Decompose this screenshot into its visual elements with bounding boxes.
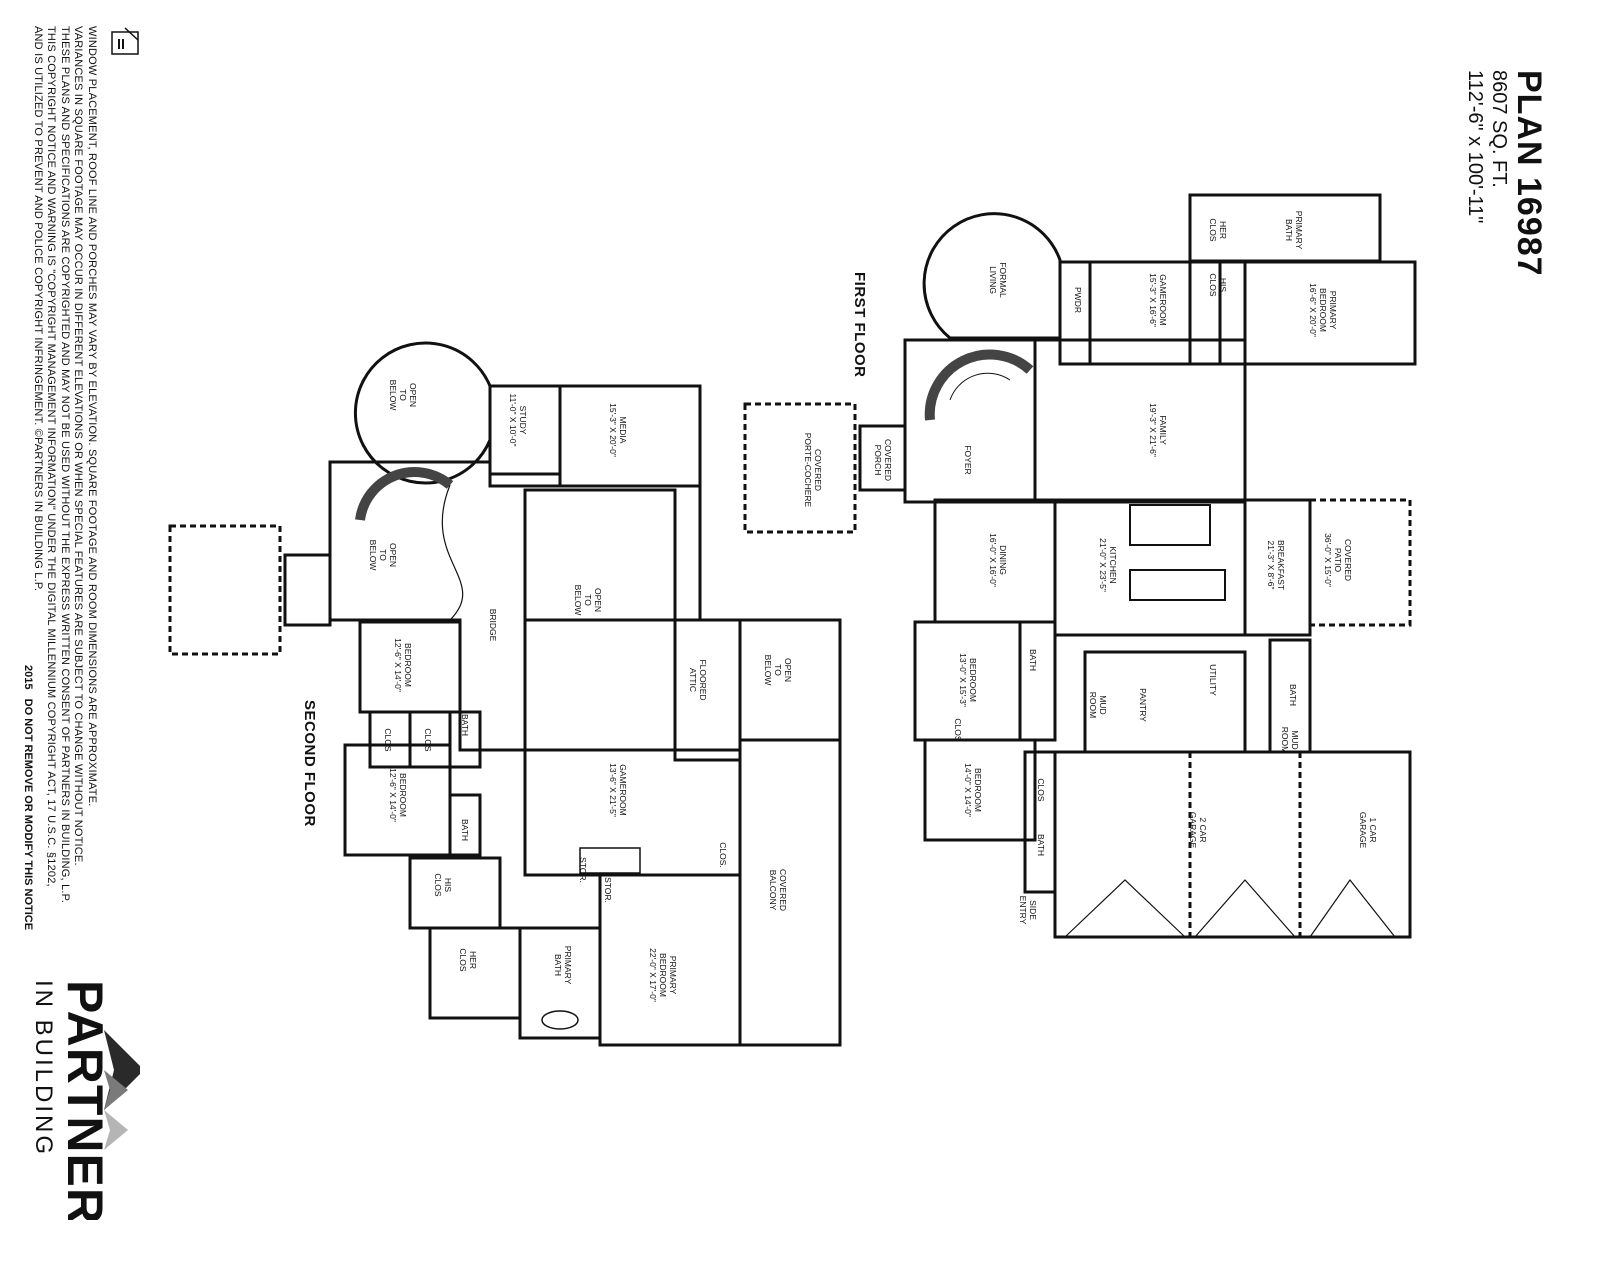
porte-cochere-wall: [743, 402, 857, 534]
covered-patio-wall: [1308, 498, 1412, 627]
room-label: 1 CARGARAGE: [1358, 812, 1378, 849]
room-label: STOR.: [603, 877, 613, 903]
room-label: PWDR: [1073, 287, 1083, 313]
room-label: CLOS.: [718, 842, 728, 868]
logo-sub: IN BUILDING: [30, 980, 57, 1157]
bedroom-b-wall: [923, 738, 1037, 842]
room-label: GAMEROOM15'-3" X 16'-6": [1148, 273, 1168, 327]
room-label: PRIMARYBATH: [1284, 211, 1304, 250]
room-label: STOR.: [578, 857, 588, 883]
room-label: COVEREDPORCH: [873, 439, 893, 481]
room-label: HISCLOS: [433, 873, 453, 896]
room-label: STUDY11'-0" X 10'-0": [508, 393, 528, 446]
room-label: OPENTOBELOW: [763, 655, 793, 686]
room-label: 2 CARGARAGE: [1188, 812, 1208, 849]
room-label: FORMALLIVING: [988, 262, 1008, 298]
room-label: BRIDGE: [488, 609, 498, 642]
bath-a-wall: [1018, 620, 1057, 742]
room-label: CLOS: [383, 728, 393, 751]
room-label: COVEREDPATIO36'-0" X 15'-0": [1323, 533, 1353, 587]
bath-a-wall: [448, 710, 482, 769]
room-label: FOYER: [963, 445, 973, 474]
room-label: CLOS: [423, 728, 433, 751]
room-label: OPENTOBELOW: [368, 540, 398, 571]
room-label: FAMILY19'-3" X 21'-6": [1148, 403, 1168, 457]
room-label: BEDROOM14'-0" X 14'-0": [963, 763, 983, 817]
room-label: CLOS: [1036, 778, 1046, 801]
room-label: PRIMARYBEDROOM16'-6" X 20'-0": [1308, 283, 1338, 337]
primary-bedroom-wall: [598, 873, 742, 1047]
room-label: COVEREDPORTE-COCHERE: [803, 433, 823, 508]
room-label: PANTRY: [1138, 688, 1148, 722]
logo-name: PARTNERS: [57, 980, 113, 1220]
room-label: SIDEENTRY: [1018, 896, 1038, 925]
room-label: GAMEROOM13'-6" X 21'-5": [608, 763, 628, 817]
room-label: MUDROOM: [1280, 727, 1300, 753]
room-label: BATH: [460, 819, 470, 841]
room-label: UTILITY: [1208, 664, 1218, 696]
room-label: BATH: [1036, 834, 1046, 856]
room-label: CLOS: [953, 718, 963, 741]
room-label: MEDIA15'-3" X 20'-0": [608, 403, 628, 457]
pwdr-wall: [1058, 260, 1092, 366]
closets-wall: [1188, 260, 1247, 366]
foyer-wall: [903, 338, 1037, 504]
room-label: HERCLOS: [1208, 218, 1228, 241]
partners-logo: PARTNERS IN BUILDING: [30, 980, 140, 1220]
room-label: MUDROOM: [1088, 692, 1108, 718]
room-label: PRIMARYBEDROOM22'-0" X 17'-0": [648, 948, 678, 1002]
left-porch-wall: [168, 524, 282, 656]
kitchen-island: [1129, 504, 1211, 546]
room-label: HERCLOS: [458, 948, 478, 971]
room-label: BEDROOM12'-6" X 14'-0": [388, 768, 408, 822]
room-label: PRIMARYBATH: [553, 946, 573, 985]
room-label: BATH: [460, 714, 470, 736]
room-label: OPENTOBELOW: [388, 380, 418, 411]
room-label: KITCHEN21'-0" X 23'-5": [1098, 538, 1118, 592]
room-label: BREAKFAST21'-3" X 8'-6": [1266, 540, 1286, 590]
room-label: BEDROOM13'-0" X 15'-3": [958, 653, 978, 707]
room-label: BEDROOM12'-6" X 14'-0": [393, 638, 413, 692]
room-label: OPENTOBELOW: [573, 585, 603, 616]
room-label: DINING16'-0" X 16'-0": [988, 533, 1008, 587]
equal-housing-icon: [111, 27, 139, 55]
kitchen-island-2: [1129, 569, 1226, 601]
formal-living-wall: [922, 212, 1062, 340]
tub-icon: [541, 1010, 579, 1030]
room-label: HISCLOS: [1208, 273, 1228, 296]
garage-wall: [1053, 750, 1412, 939]
room-label: BATH: [1028, 649, 1038, 671]
bath-b-wall: [448, 793, 482, 857]
room-label: COVEREDBALCONY: [768, 869, 788, 911]
chevron-logo-icon: [104, 1030, 140, 1150]
room-label: FLOOREDATTIC: [688, 659, 708, 700]
room-label: BATH: [1288, 684, 1298, 706]
